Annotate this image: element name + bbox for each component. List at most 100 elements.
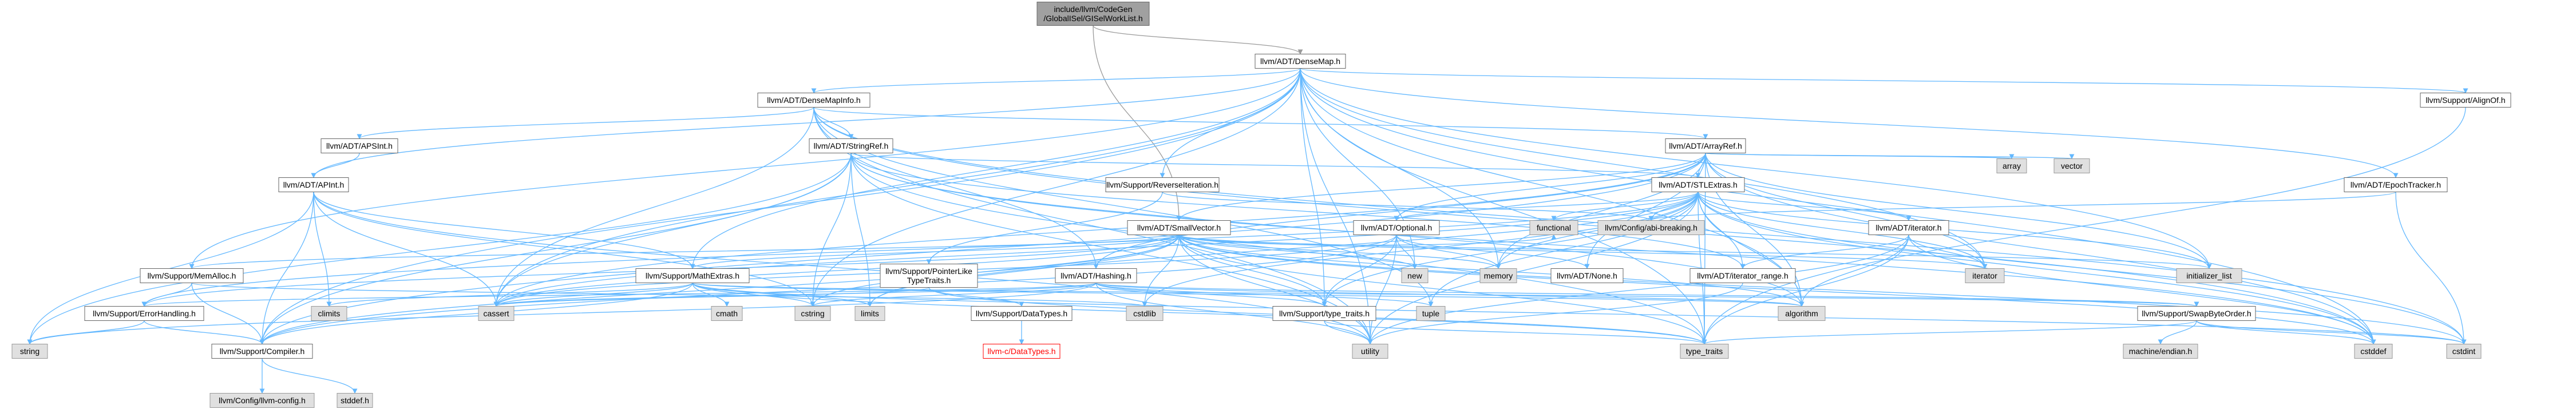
node-epochtracker[interactable]: llvm/ADT/EpochTracker.h — [2344, 177, 2448, 192]
node-box — [311, 306, 347, 321]
edge-densemap-to-memory — [1300, 68, 1501, 269]
node-label: cstdint — [2452, 347, 2476, 356]
node-label: limits — [861, 309, 879, 318]
edge-stlextras-to-functional — [1551, 192, 1699, 221]
edge-swapbyteorder-to-machineendian — [2158, 320, 2197, 345]
node-box — [209, 393, 315, 408]
node-alignof[interactable]: llvm/Support/AlignOf.h — [2420, 93, 2511, 108]
node-label: memory — [1484, 271, 1513, 280]
node-compiler[interactable]: llvm/Support/Compiler.h — [211, 344, 313, 359]
edge-optional-to-none — [1396, 235, 1590, 269]
node-hashing[interactable]: llvm/ADT/Hashing.h — [1055, 268, 1137, 283]
node-label: llvm/Support/Compiler.h — [220, 347, 305, 356]
node-cdatatypes: llvm-c/DataTypes.h — [983, 344, 1061, 359]
node-box — [794, 306, 831, 321]
edge-stringref-to-cassert — [493, 153, 852, 307]
dependency-edges — [27, 25, 2468, 394]
node-arrayref[interactable]: llvm/ADT/ArrayRef.h — [1665, 138, 1746, 153]
node-box — [2123, 344, 2198, 359]
edge-mathextras-to-compiler — [259, 283, 693, 345]
node-climits: climits — [311, 306, 347, 321]
node-box — [2137, 306, 2256, 321]
edge-densemap-to-densemapinfo — [811, 67, 1301, 94]
node-memalloc[interactable]: llvm/Support/MemAlloc.h — [140, 268, 244, 283]
edge-smallvector-to-utility — [1178, 235, 1373, 345]
edge-densemapinfo-to-cstddef — [813, 107, 2376, 345]
edge-mathextras-to-typetraits — [692, 283, 1707, 345]
edge-stlextras-to-typetraitsllvm — [1321, 192, 1699, 307]
edge-stlextras-to-initlist — [1697, 192, 2212, 269]
edge-densemapinfo-to-arrayref — [813, 106, 1708, 140]
edge-epochtracker-to-configabi — [1648, 191, 2396, 221]
node-label: utility — [1361, 347, 1379, 356]
edge-stlextras-to-cstddef — [1697, 192, 2376, 345]
node-reverseiteration[interactable]: llvm/Support/ReverseIteration.h — [1105, 177, 1220, 192]
node-label: cmath — [716, 309, 738, 318]
node-mathextras[interactable]: llvm/Support/MathExtras.h — [635, 268, 750, 283]
node-iteratorrange[interactable]: llvm/ADT/iterator_range.h — [1689, 268, 1796, 283]
edge-epochtracker-to-cstdint — [2395, 192, 2467, 345]
node-label: algorithm — [1785, 309, 1818, 318]
edge-arrayref-to-iterator — [1705, 153, 1988, 269]
node-stringref[interactable]: llvm/ADT/StringRef.h — [809, 138, 893, 153]
node-label: llvm/ADT/StringRef.h — [814, 141, 889, 150]
node-errorhandling[interactable]: llvm/Support/ErrorHandling.h — [84, 306, 204, 321]
node-stlextras[interactable]: llvm/ADT/STLExtras.h — [1651, 177, 1745, 192]
node-label: cstddef — [2360, 347, 2386, 356]
node-box — [320, 138, 398, 153]
node-none[interactable]: llvm/ADT/None.h — [1550, 268, 1624, 283]
node-label: llvm/ADT/iterator.h — [1875, 223, 1941, 232]
node-label: llvm/ADT/Hashing.h — [1061, 271, 1131, 280]
edge-stlextras-to-typetraits — [1697, 192, 1707, 345]
node-cstdint: cstdint — [2446, 344, 2482, 359]
node-utility: utility — [1352, 344, 1388, 359]
edge-stringref-to-stlextras — [850, 152, 1700, 178]
node-label: llvm/Support/ErrorHandling.h — [93, 309, 196, 318]
node-optional[interactable]: llvm/ADT/Optional.h — [1353, 220, 1440, 235]
node-datatypes[interactable]: llvm/Support/DataTypes.h — [971, 306, 1073, 321]
node-tuple: tuple — [1416, 306, 1446, 321]
edge-swapbyteorder-to-typetraits — [1701, 320, 2197, 345]
node-box — [2420, 93, 2511, 108]
node-machineendian: machine/endian.h — [2123, 344, 2198, 359]
node-smallvector[interactable]: llvm/ADT/SmallVector.h — [1127, 220, 1231, 235]
node-swapbyteorder[interactable]: llvm/Support/SwapByteOrder.h — [2137, 306, 2256, 321]
node-label: llvm/Support/MemAlloc.h — [148, 271, 236, 280]
node-box — [1665, 138, 1746, 153]
node-memory: memory — [1479, 268, 1517, 283]
node-iteratorh[interactable]: llvm/ADT/iterator.h — [1868, 220, 1949, 235]
edge-arrayref-to-cassert — [493, 153, 1706, 307]
node-box — [278, 177, 349, 192]
node-densemap[interactable]: llvm/ADT/DenseMap.h — [1255, 54, 1346, 69]
node-apint[interactable]: llvm/ADT/APInt.h — [278, 177, 349, 192]
edge-iteratorh-to-algorithm — [1799, 235, 1909, 307]
node-box — [84, 306, 204, 321]
edge-typetraitsllvm-to-typetraits — [1324, 320, 1707, 345]
edge-densemap-to-apint — [311, 68, 1301, 178]
node-string: string — [11, 344, 48, 359]
node-label: llvm/Support/ReverseIteration.h — [1106, 180, 1218, 189]
node-label: include/llvm/CodeGen — [1054, 5, 1133, 14]
node-label: llvm/ADT/ArrayRef.h — [1669, 141, 1742, 150]
edge-hashing-to-utility — [1095, 283, 1373, 345]
node-typetraitsllvm[interactable]: llvm/Support/type_traits.h — [1272, 306, 1376, 321]
edge-densemap-to-alignof — [1300, 67, 2468, 94]
node-box — [2053, 158, 2090, 173]
node-densemapinfo[interactable]: llvm/ADT/DenseMapInfo.h — [757, 93, 870, 108]
node-apsint[interactable]: llvm/ADT/APSInt.h — [320, 138, 398, 153]
edge-hashing-to-cassert — [493, 282, 1097, 307]
node-initlist: initializer_list — [2176, 268, 2242, 283]
node-box — [337, 393, 373, 408]
node-box — [1055, 268, 1137, 283]
edge-stlextras-to-limits — [867, 192, 1699, 307]
node-algorithm: algorithm — [1778, 306, 1826, 321]
edge-smallvector-to-mathextras — [690, 234, 1180, 269]
node-box — [1272, 306, 1376, 321]
edge-smallvector-to-cstring — [810, 235, 1180, 307]
node-cstddef: cstddef — [2354, 344, 2393, 359]
edge-stlextras-to-errorhandling — [141, 192, 1699, 307]
node-label: llvm/ADT/EpochTracker.h — [2351, 180, 2441, 189]
edge-swapbyteorder-to-cstddef — [2196, 320, 2376, 345]
node-box — [1401, 268, 1429, 283]
